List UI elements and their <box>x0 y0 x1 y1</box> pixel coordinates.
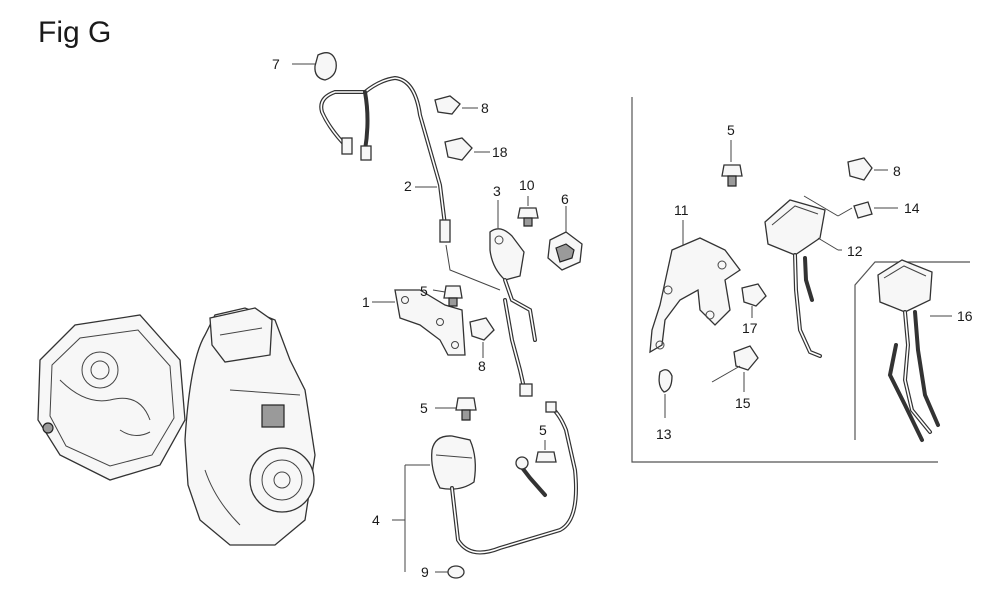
part-2-wire-harness <box>319 75 501 291</box>
figure-title: Fig G <box>38 16 111 49</box>
part-8-clip-b-illustration <box>469 317 495 358</box>
part-8-clip-illustration <box>434 95 478 115</box>
callout-8: 8 <box>481 100 489 116</box>
part-3-illustration <box>489 200 537 397</box>
part-5-bolt-b-illustration <box>435 397 477 421</box>
callout-3: 3 <box>493 183 501 199</box>
engine-housing-illustration <box>184 307 316 546</box>
part-16-unit-illustration <box>877 259 952 442</box>
inset-frame <box>631 97 970 463</box>
callout-5-a: 5 <box>420 283 428 299</box>
part-1-plate-illustration <box>372 289 466 356</box>
callout-6: 6 <box>561 191 569 207</box>
part-9-grommet-illustration <box>435 565 465 579</box>
part-8-clip-c-illustration <box>847 157 888 181</box>
callout-18: 18 <box>492 144 508 160</box>
part-7-illustration <box>292 52 337 81</box>
crankcase-cover-illustration <box>37 314 186 481</box>
callout-1: 1 <box>362 294 370 310</box>
callout-13: 13 <box>656 426 672 442</box>
part-13-illustration <box>658 369 673 418</box>
callout-7: 7 <box>272 56 280 72</box>
callout-8-b: 8 <box>478 358 486 374</box>
part-5-bolt-c-illustration <box>535 440 557 463</box>
callout-5-b: 5 <box>420 400 428 416</box>
callout-17: 17 <box>742 320 758 336</box>
callout-12: 12 <box>847 243 863 259</box>
part-10-bolt-illustration <box>517 196 539 227</box>
part-15-illustration <box>711 345 759 392</box>
part-6-illustration <box>547 206 583 271</box>
part-12-unit-illustration <box>764 199 842 358</box>
callout-9: 9 <box>421 564 429 580</box>
part-14-bolt-illustration <box>803 195 898 219</box>
part-4-coil-illustration <box>392 401 578 572</box>
part-11-bracket-illustration <box>649 220 741 354</box>
part-18-clip-illustration <box>444 137 490 161</box>
callout-15: 15 <box>735 395 751 411</box>
callout-8-c: 8 <box>893 163 901 179</box>
callout-5-d: 5 <box>727 122 735 138</box>
part-5-bolt-a-illustration <box>432 285 463 307</box>
part-17-illustration <box>741 283 767 318</box>
callout-14: 14 <box>904 200 920 216</box>
callout-16: 16 <box>957 308 973 324</box>
callout-11: 11 <box>674 202 689 218</box>
callout-labels: 7 8 18 2 10 3 6 5 1 8 5 4 5 9 5 11 8 14 … <box>272 56 973 580</box>
part-5-bolt-d-illustration <box>721 140 743 187</box>
callout-5-c: 5 <box>539 422 547 438</box>
callout-4: 4 <box>372 512 380 528</box>
callout-10: 10 <box>519 177 535 193</box>
callout-2: 2 <box>404 178 412 194</box>
